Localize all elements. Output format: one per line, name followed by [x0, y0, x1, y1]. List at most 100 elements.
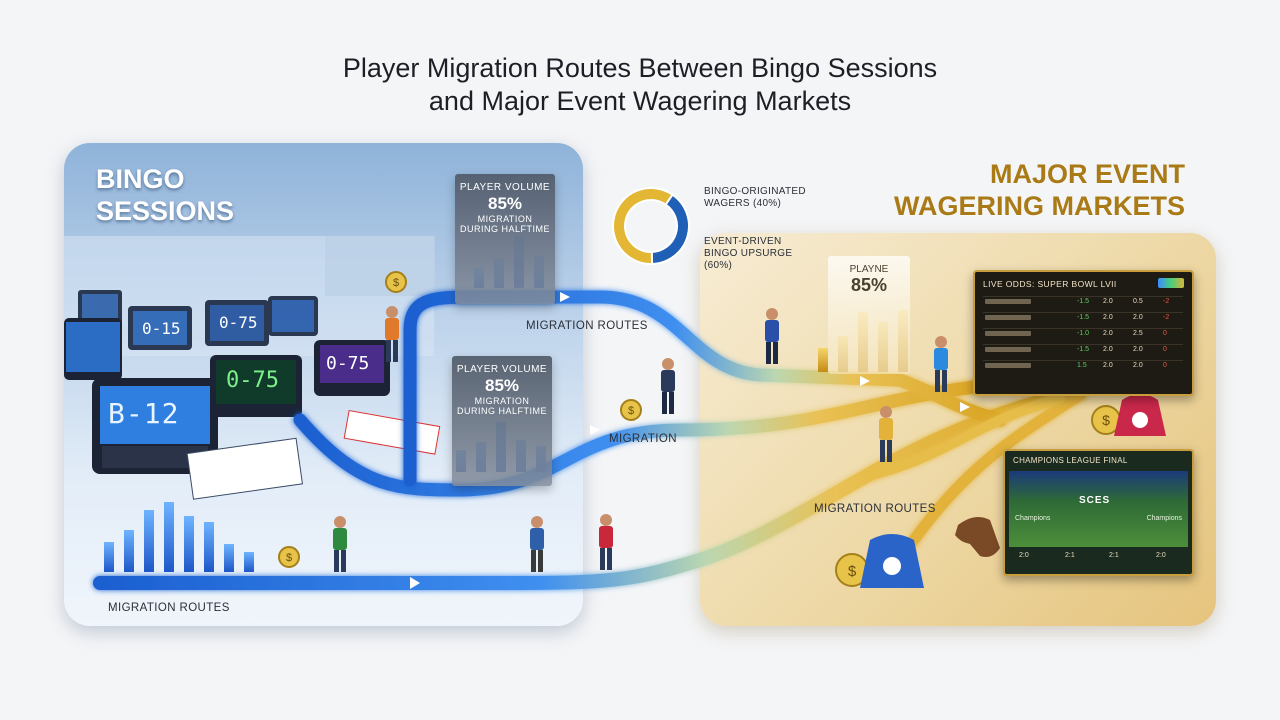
route-arrow-icon — [590, 425, 600, 435]
stat-card-label: PLAYER VOLUME — [456, 364, 548, 375]
stadium-field — [1009, 471, 1188, 547]
odds-spread: -1.5 — [1077, 314, 1090, 321]
stat-card-label: PLAYER VOLUME — [459, 182, 551, 193]
odds-change: 0 — [1163, 346, 1167, 353]
legend-line: BINGO-ORIGINATED — [704, 186, 806, 197]
donut-legend-event-driven: EVENT-DRIVEN BINGO UPSURGE (60%) — [704, 236, 792, 272]
odds-change: -2 — [1163, 314, 1170, 321]
donut-segment-0 — [650, 193, 690, 266]
odds-board-title: LIVE ODDS: SUPER BOWL LVII — [983, 279, 1117, 289]
stat-card-sub-1: MIGRATION — [477, 214, 533, 224]
bingo-sessions-heading: BINGO SESSIONS — [96, 163, 234, 227]
stat-card-sub-2: DURING HALFTIME — [459, 224, 550, 234]
stat-card-value: 85% — [487, 194, 523, 213]
bar — [144, 510, 154, 572]
bar — [104, 542, 114, 572]
page-title: Player Migration Routes Between Bingo Se… — [0, 52, 1280, 118]
route-label-bottom: MIGRATION ROUTES — [108, 602, 230, 614]
title-line-2: and Major Event Wagering Markets — [428, 86, 852, 116]
team-name-bar — [985, 315, 1031, 320]
footer-value: 2:1 — [1109, 552, 1119, 559]
odds-spread: -1.5 — [1077, 298, 1090, 305]
bingo-card — [343, 409, 441, 455]
bar — [204, 522, 214, 572]
stat-card-label: PLAYNE — [849, 264, 889, 275]
terminal-screen-text: 0-75 — [326, 353, 370, 374]
terminal-screen-text: 0-15 — [142, 319, 181, 338]
svg-text:$: $ — [393, 277, 399, 289]
donut-chart-svg — [612, 187, 690, 266]
hoodie-icon — [1114, 394, 1166, 436]
migration-route-top — [403, 290, 1007, 487]
footer-value: 2:1 — [1065, 552, 1075, 559]
stat-card-sub-1: MIGRATION — [474, 396, 530, 406]
odds-value: 2.0 — [1133, 314, 1143, 321]
stat-card-value: 85% — [850, 275, 888, 295]
person-icon — [879, 406, 893, 462]
person-icon — [333, 306, 948, 572]
person-icon — [530, 516, 544, 572]
svg-text:$: $ — [848, 563, 857, 580]
bar — [164, 502, 174, 572]
markets-heading-line-1: MAJOR EVENT — [989, 159, 1185, 189]
svg-text:$: $ — [1102, 412, 1110, 428]
team-name-bar — [985, 299, 1031, 304]
legend-line: WAGERS (40%) — [704, 198, 782, 209]
dollar-coin-icon: $ — [1091, 405, 1121, 435]
legend-line: (60%) — [704, 260, 733, 271]
team-left-label: Champions — [1015, 515, 1051, 522]
odds-value: 2.0 — [1103, 330, 1113, 337]
stat-card-gold: PLAYNE 85% — [828, 256, 910, 374]
route-arrow-icon — [960, 402, 970, 412]
champions-league-board: CHAMPIONS LEAGUE FINAL SCES Champions Ch… — [1003, 449, 1194, 576]
odds-change: 0 — [1163, 362, 1167, 369]
odds-spread: -1.5 — [1077, 346, 1090, 353]
stat-card-player-volume-middle: PLAYER VOLUME 85% MIGRATION DURING HALFT… — [452, 356, 552, 486]
odds-value: 2.0 — [1133, 346, 1143, 353]
donut-chart — [604, 179, 698, 273]
bingo-card — [186, 437, 304, 500]
odds-value: 2.0 — [1133, 362, 1143, 369]
hoodie-icon — [860, 534, 924, 588]
donut-segment-1 — [612, 187, 674, 265]
odds-change: 0 — [1163, 330, 1167, 337]
odds-value: 2.5 — [1133, 330, 1143, 337]
migration-route-gold — [865, 393, 1065, 480]
team-name-bar — [985, 347, 1031, 352]
person-icon — [599, 514, 613, 570]
network-logo-icon — [1158, 278, 1184, 288]
match-score: SCES — [1079, 495, 1111, 506]
svg-text:$: $ — [628, 405, 634, 417]
legend-line: BINGO UPSURGE — [704, 248, 793, 259]
svg-text:$: $ — [286, 552, 292, 564]
migration-route-bottom — [93, 385, 1087, 590]
odds-row: -1.0 2.0 2.5 0 — [983, 328, 1183, 342]
odds-spread: -1.0 — [1077, 330, 1090, 337]
match-footer: 2:0 2:1 2:1 2:0 — [1011, 552, 1186, 566]
bingo-heading-line-1: BINGO — [96, 164, 185, 194]
odds-change: -2 — [1163, 298, 1170, 305]
route-label-middle: MIGRATION — [609, 433, 677, 445]
odds-spread: 1.5 — [1077, 362, 1087, 369]
dollar-coin-icon: $ — [278, 546, 300, 568]
terminal-screen-text: 0-75 — [226, 368, 279, 393]
stat-card-value: 85% — [484, 376, 520, 395]
person-icon — [765, 308, 779, 364]
bingo-terminal-icon — [64, 318, 390, 474]
team-name-bar — [985, 363, 1031, 368]
bingo-terminal-icon — [78, 290, 318, 350]
odds-value: 2.0 — [1103, 298, 1113, 305]
stat-card-player-volume-top: PLAYER VOLUME 85% MIGRATION DURING HALFT… — [455, 174, 555, 304]
stat-card-sub-2: DURING HALFTIME — [456, 406, 547, 416]
donut-legend-bingo-originated: BINGO-ORIGINATED WAGERS (40%) — [704, 186, 806, 210]
wagering-markets-heading: MAJOR EVENT WAGERING MARKETS — [894, 158, 1185, 222]
legend-line: EVENT-DRIVEN — [704, 236, 782, 247]
team-name-bar — [985, 331, 1031, 336]
horse-icon — [955, 516, 1000, 557]
